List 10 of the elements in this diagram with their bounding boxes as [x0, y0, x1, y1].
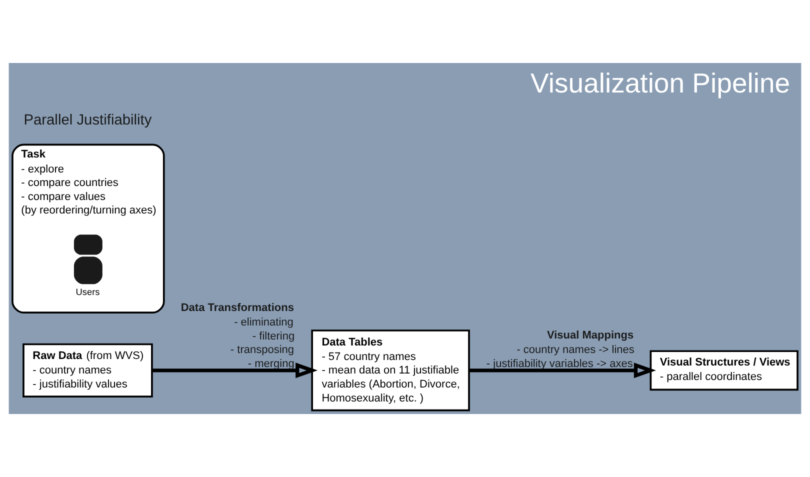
edge-label: Data Transformations - eliminating - filtering - transposing - merging — [180, 302, 295, 370]
arrow — [152, 362, 318, 378]
arrow — [469, 362, 656, 378]
diagram-title: Visualization Pipeline — [530, 67, 790, 98]
node-box: Raw Data (from WVS) - country names - justifiability values — [22, 343, 153, 398]
node-box: Data Tables - 57 country names - mean data on 11 justifiable variables (Abortion, Divorce, Homosexuality, etc. ) — [311, 330, 470, 412]
edge-label: Visual Mappings - country names -> lines - justifiability variables -> axes — [486, 329, 634, 370]
label: Parallel Justifiability — [24, 112, 152, 128]
node-label: Users — [76, 287, 100, 298]
node-box: Visual Structures / Views - parallel coordinates — [650, 350, 798, 391]
